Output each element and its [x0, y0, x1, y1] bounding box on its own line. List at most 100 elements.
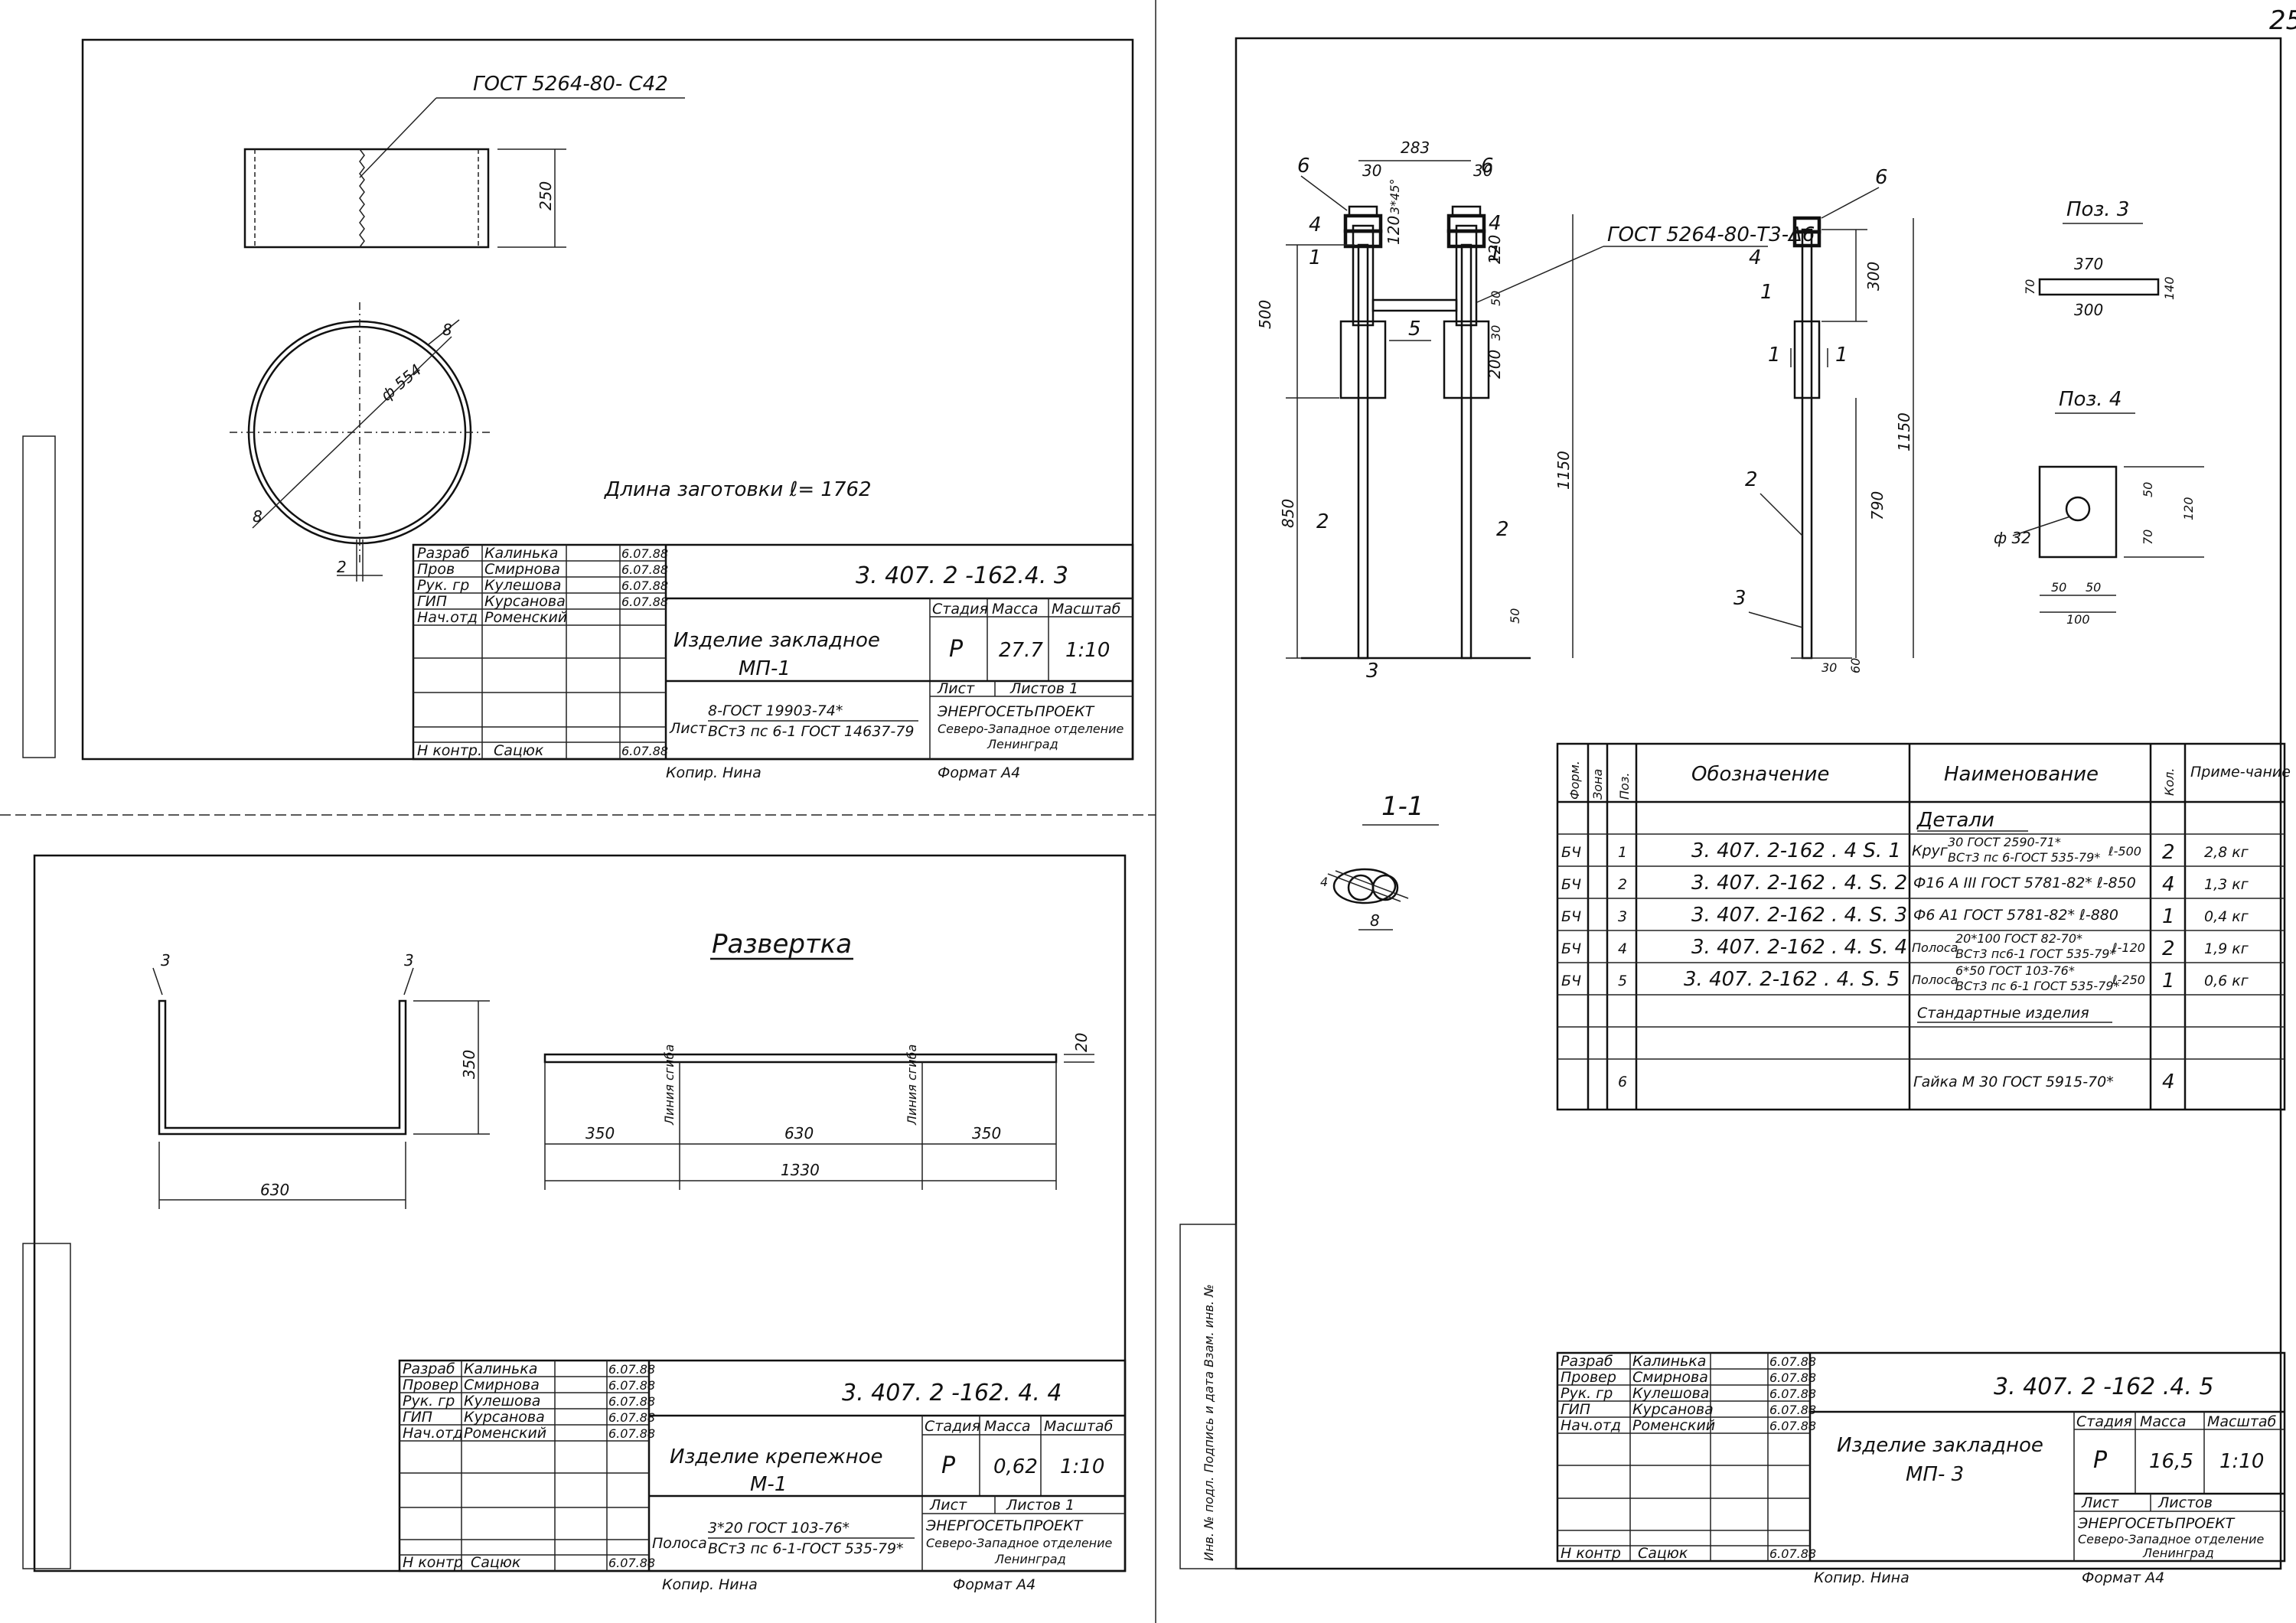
dim-diameter: ф 554 — [377, 360, 426, 405]
tb-copied: Копир. Нина — [1814, 1569, 1910, 1586]
dim-thickness: 20 — [1072, 1033, 1091, 1052]
tb-role: Провер — [403, 1377, 458, 1393]
pos4-hole — [2065, 496, 2091, 522]
anchor-left-sleeve — [1352, 224, 1375, 327]
section-rod-1 — [1347, 874, 1375, 901]
tb-scale: 1:10 — [1060, 1455, 1104, 1478]
sheet3-frame — [1234, 37, 2282, 1570]
sheet-mp3: Инв. № подл. Подпись и дата Взам. инв. №… — [1179, 37, 2291, 1586]
tb-sheet-label: Лист — [929, 1497, 967, 1514]
spec-row-note: 2,8 кг — [2204, 844, 2249, 861]
tb-col-scale: Масштаб — [2207, 1413, 2277, 1430]
mp3-front-view: 283 30 30 3*45° 120 220 50 30 200 500 85… — [1256, 139, 1574, 683]
spec-header-format: Форм. — [1567, 761, 1582, 800]
spec-row-note: 0,6 кг — [2204, 973, 2249, 989]
pos3-right: 140 — [2162, 276, 2177, 300]
dim-wall-top: 8 — [442, 321, 452, 339]
tb-sheet-label: Лист — [937, 680, 975, 697]
spec-row-name-bottom: ВСт3 пс6-1 ГОСТ 535-79* — [1955, 947, 2115, 961]
tb-org-city: Ленинград — [994, 1552, 1066, 1566]
spec-col-lines — [1587, 744, 2187, 1110]
dim-gap: 2 — [337, 558, 347, 576]
title-block-2: Разраб Калинька 6.07.88 Провер Смирнова … — [398, 1359, 1127, 1593]
pos4-d100: 100 — [2066, 612, 2090, 627]
tb-col-mass: Масса — [2140, 1413, 2187, 1430]
tb-role: Рук. гр — [1561, 1385, 1613, 1402]
spec-row-qty: 1 — [2162, 970, 2175, 992]
blank-length: Длина заготовки ℓ= 1762 — [604, 478, 872, 501]
nut-left-2 — [1343, 229, 1383, 249]
tb-stage: Р — [941, 1452, 956, 1479]
dim-200: 200 — [1486, 350, 1504, 379]
tb-control-role: Н контр. — [417, 742, 482, 759]
tb-date: 6.07.88 — [621, 562, 668, 577]
pos-label: 2 — [1316, 510, 1329, 533]
tb-org: ЭНЕРГОСЕТЬПРОЕКТ — [2077, 1515, 2236, 1532]
dim-height: 350 — [460, 1050, 478, 1079]
section-dim-4: 4 — [1320, 875, 1328, 889]
tb-role: ГИП — [417, 593, 447, 610]
tb-col-stage: Стадия — [925, 1418, 980, 1435]
tb-col-scale: Масштаб — [1052, 601, 1121, 618]
tb-date: 6.07.88 — [608, 1410, 655, 1425]
dim-leader — [403, 967, 414, 996]
tb-name: Кулешова — [464, 1393, 540, 1410]
tb-date: 6.07.88 — [1769, 1370, 1816, 1385]
leader — [2012, 516, 2071, 536]
spec-row-format: БЧ — [1561, 973, 1581, 989]
tb-name: Калинька — [1632, 1353, 1706, 1370]
tb-stage: Р — [949, 636, 964, 663]
pos-label: 4 — [1749, 246, 1762, 269]
tb-role: Разраб — [1561, 1353, 1613, 1370]
spec-row-lines — [1557, 800, 2285, 1060]
pos4-plate — [2038, 465, 2118, 559]
tb-org-branch: Северо-Западное отделение — [926, 1536, 1113, 1550]
flat-pattern — [543, 1053, 1058, 1064]
side-stamp-text: Инв. № подл. Подпись и дата Взам. инв. № — [1202, 1284, 1216, 1561]
tb-org-branch: Северо-Западное отделение — [2078, 1532, 2265, 1546]
dim-850: 850 — [1279, 499, 1297, 528]
bend-line-1: Линия сгиба — [662, 1045, 677, 1126]
dim-chamfer: 3*45° — [1388, 178, 1402, 214]
pos4-d50b: 50 — [2086, 580, 2101, 595]
tb-date: 6.07.88 — [1769, 1419, 1816, 1433]
spec-row-name-prefix: Полоса — [1912, 973, 1958, 987]
section-rod-2 — [1371, 874, 1399, 901]
sheet3-weld-note: ГОСТ 5264-80-Т3-Δ6 — [1607, 223, 1815, 246]
pos3-detail: Поз. 3 370 300 70 140 — [2023, 198, 2177, 319]
pos3-left: 70 — [2023, 279, 2037, 295]
dim-left-flange: 3 — [161, 951, 171, 970]
tb-code: 3. 407. 2 -162 .4. 5 — [1994, 1374, 2214, 1400]
sheet-mp1: ГОСТ 5264-80- С42 250 ф 554 8 8 2 Длина … — [22, 38, 1134, 781]
tb-name: Роменский — [464, 1425, 546, 1442]
tb-frame — [398, 1359, 1127, 1572]
sheet1-weld-note: ГОСТ 5264-80- С42 — [473, 73, 668, 96]
tb-copied: Копир. Нина — [666, 764, 762, 781]
side-rod — [1801, 228, 1813, 660]
dim-500: 500 — [1256, 300, 1274, 329]
section-mark-left: 1 — [1768, 344, 1781, 367]
tb-date: 6.07.88 — [621, 546, 668, 561]
tb-date: 6.07.88 — [1769, 1403, 1816, 1417]
spec-row-name-prefix: Полоса — [1912, 940, 1958, 955]
nut-right-2 — [1446, 229, 1486, 249]
sheet2-frame — [33, 854, 1127, 1572]
spec-row-name-length: ℓ-500 — [2108, 844, 2141, 859]
tb-col-scale: Масштаб — [1044, 1418, 1114, 1435]
spec-row-designation: 3. 407. 2-162 . 4. S. 3 — [1691, 904, 1907, 927]
tb-item-name: Изделие закладное — [1837, 1434, 2043, 1457]
dim-seg1: 350 — [585, 1124, 615, 1142]
dim-seg2: 630 — [784, 1124, 814, 1142]
sheet-number: 25 — [2269, 5, 2296, 36]
tb-control-date: 6.07.88 — [608, 1556, 655, 1570]
weld-leader — [1476, 246, 1604, 303]
spec-row-name-length: ℓ-120 — [2112, 940, 2145, 955]
spec-row-name-bottom: ВСт3 пс 6-1 ГОСТ 535-79* — [1955, 979, 2120, 993]
dim-300: 300 — [1864, 262, 1883, 291]
title-block-3: Разраб Калинька 6.07.88 Провер Смирнова … — [1556, 1351, 2286, 1586]
tb-stage: Р — [2093, 1447, 2108, 1474]
tb-org: ЭНЕРГОСЕТЬПРОЕКТ — [937, 703, 1095, 720]
tb-name: Курсанова — [1632, 1401, 1714, 1418]
tb-row-lines — [413, 560, 666, 743]
spec-header-qty: Кол. — [2162, 768, 2177, 796]
